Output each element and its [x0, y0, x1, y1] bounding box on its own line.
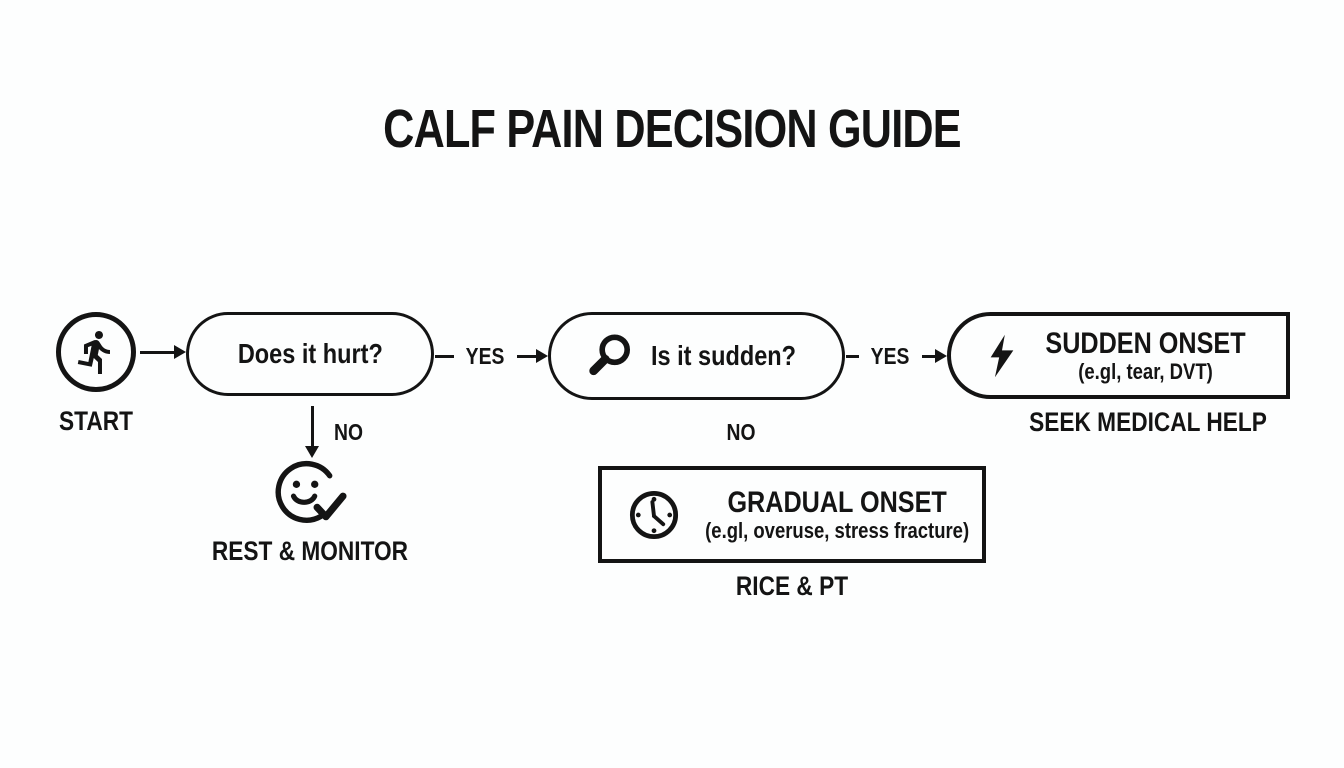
lightning-icon: [985, 329, 1019, 383]
connector-line: [140, 350, 174, 354]
edge-hurt-yes: YES: [435, 343, 548, 369]
question-text: Is it sudden?: [650, 340, 797, 371]
magnifier-icon: [585, 331, 635, 381]
result-text: SUDDEN ONSET (e.gl, tear, DVT): [1019, 328, 1286, 384]
result-examples: (e.gl, overuse, stress fracture): [705, 517, 970, 543]
result-heading: SUDDEN ONSET: [1045, 326, 1246, 360]
connector-line: [435, 354, 455, 358]
edge-label-yes: YES: [871, 342, 910, 369]
edge-sudden-no-label: NO: [726, 419, 756, 445]
result-gradual-onset: GRADUAL ONSET (e.gl, overuse, stress fra…: [598, 466, 986, 563]
rest-monitor-action: REST & MONITOR: [211, 536, 409, 566]
connector-line: [516, 354, 536, 358]
connector-line: [921, 354, 935, 358]
connector-start-to-question1: [140, 339, 186, 365]
smiley-check-icon: [271, 459, 349, 525]
connector-hurt-no: [304, 406, 320, 458]
start-node: [56, 312, 136, 392]
arrowhead-down-icon: [305, 446, 319, 458]
result-heading: GRADUAL ONSET: [727, 485, 947, 519]
edge-label-yes: YES: [466, 342, 505, 369]
gradual-onset-action: RICE & PT: [735, 571, 849, 601]
result-sudden-onset: SUDDEN ONSET (e.gl, tear, DVT): [947, 312, 1290, 399]
clock-icon: [628, 489, 680, 541]
edge-sudden-yes: YES: [846, 343, 947, 369]
start-label: START: [59, 406, 133, 436]
question-does-it-hurt: Does it hurt?: [186, 312, 434, 396]
arrowhead-right-icon: [174, 345, 186, 359]
arrowhead-right-icon: [935, 349, 947, 363]
arrowhead-right-icon: [536, 349, 548, 363]
question-text: Does it hurt?: [237, 338, 383, 369]
sudden-onset-action: SEEK MEDICAL HELP: [1029, 407, 1267, 437]
result-text: GRADUAL ONSET (e.gl, overuse, stress fra…: [680, 487, 1008, 543]
edge-hurt-no-label: NO: [334, 419, 363, 445]
runner-icon: [72, 328, 120, 376]
connector-line: [310, 406, 314, 446]
page-title: CALF PAIN DECISION GUIDE: [383, 99, 961, 159]
question-is-it-sudden: Is it sudden?: [548, 312, 845, 400]
connector-line: [846, 354, 860, 358]
result-examples: (e.gl, tear, DVT): [1078, 358, 1213, 384]
